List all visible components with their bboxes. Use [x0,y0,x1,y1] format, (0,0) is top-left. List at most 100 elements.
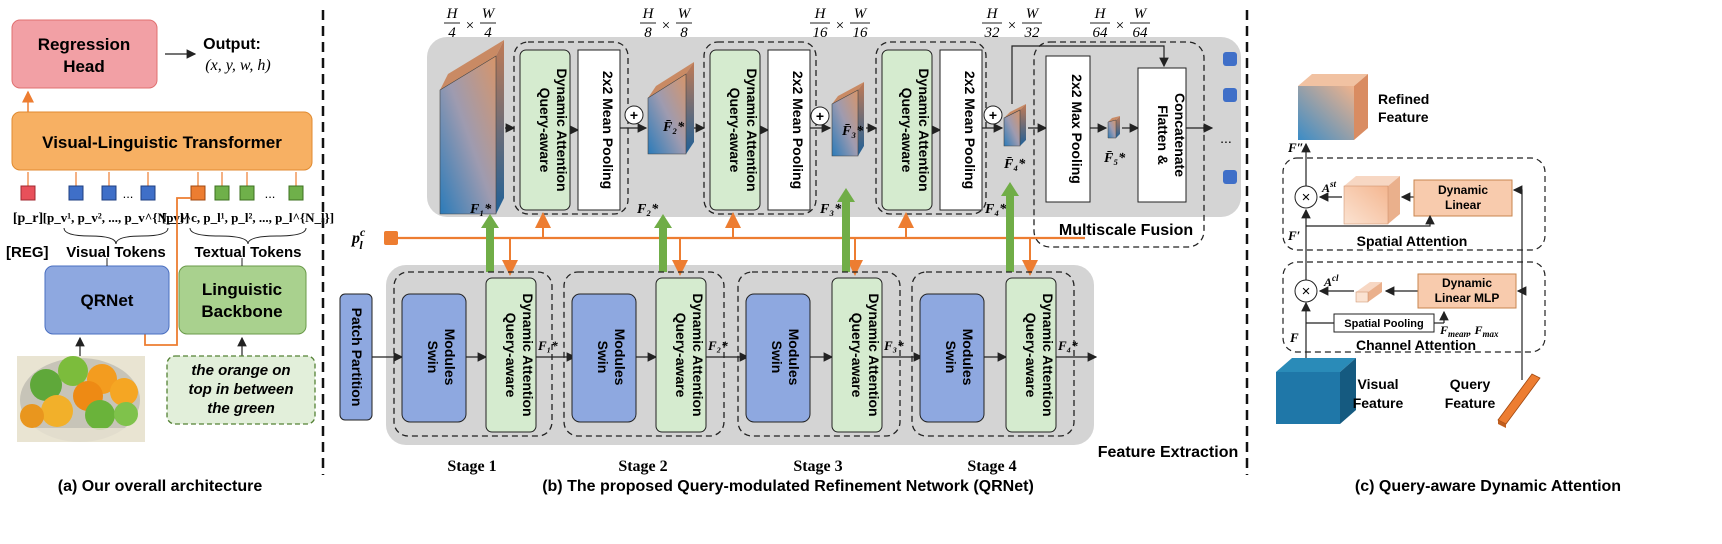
a-st-label: Ast [1321,179,1337,195]
qda-label-2b: Dynamic Attention [744,68,760,191]
linguistic-backbone-label-1: Linguistic [202,280,282,299]
res-1-times: × [466,18,474,34]
panel-c: Refined Feature F″ F′ F × × Ast Dynamic … [1276,74,1621,495]
res-4-w: W [1026,6,1040,22]
multiply-icon [1294,185,1318,209]
visual-feature-label-2: Feature [1353,395,1404,411]
textual-token [239,185,255,201]
stage-4-label: Stage 4 [967,458,1016,475]
feature-label-f1-bottom: F₁* [537,338,558,353]
textual-token [288,185,304,201]
feature-label-f2-bottom: F₂* [707,338,728,353]
qda-bottom-4b: Dynamic Attention [1040,293,1056,416]
reg-label: [REG] [6,244,49,261]
feature-label-f3-bottom: F₃* [883,338,904,353]
mean-pool-label-3: 2x2 Mean Pooling [962,71,978,189]
spatial-attention-label: Spatial Attention [1357,233,1468,249]
fruit-bowl-image [17,356,145,442]
spatial-attention-map [1343,176,1400,225]
flatten-label-1: Flatten & [1155,105,1171,165]
svg-text:+: + [816,108,824,124]
res-1-d1: 4 [448,25,456,41]
qda-label-3b: Dynamic Attention [916,68,932,191]
visual-tokens-text: [p_v¹, p_v², ..., p_v^{N_v}] [43,210,190,225]
multiscale-fusion-box [1033,41,1205,248]
res-4-d1: 32 [984,25,1001,41]
swin-label-4b: Modules [960,329,976,386]
f-prime-prime-label: F″ [1287,140,1304,155]
multiply-icon [1294,279,1318,303]
reg-token [20,185,36,201]
dynamic-linear-box [1413,179,1513,217]
patch-partition-label: Patch Partition [349,308,365,407]
dynamic-linear-label-1: Dynamic [1438,183,1488,197]
textual-token [214,185,230,201]
vlt-box [11,111,313,171]
add-icon [983,105,1003,125]
res-5-w: W [1134,6,1148,22]
query-text-line-3: the green [207,400,275,417]
swin-label-3b: Modules [786,329,802,386]
query-feature-label-2: Feature [1445,395,1496,411]
qrnet-label: QRNet [81,291,134,310]
panel-a: Regression Head Output: (x, y, w, h) Vis… [6,19,334,495]
res-1-h: H [446,6,459,22]
res-2-d1: 8 [644,25,652,41]
res-2-d2: 8 [680,25,688,41]
textual-tokens-text: [p_l^c, p_l¹, p_l², ..., p_l^{N_l}] [162,210,334,225]
max-pool-label: 2x2 Max Pooling [1069,74,1085,184]
qda-label-1b: Dynamic Attention [554,68,570,191]
refine-block-1: Query-aware Dynamic Attention 2x2 Mean P… [513,41,629,215]
query-feature-label-1: Query [1450,376,1491,392]
max-pool-box [1045,55,1091,203]
res-3-h: H [814,6,827,22]
refined-feature-label-1: Refined [1378,91,1429,107]
res-4-times: × [1008,18,1016,34]
qda-bottom-2b: Dynamic Attention [690,293,706,416]
feature-label-f4-bottom: F₄* [1057,338,1078,353]
query-text-box [166,355,316,425]
stage-3-label: Stage 3 [793,458,842,475]
output-token [1223,52,1237,66]
feature-map-2: F̄₂* F₂* [636,62,694,217]
svg-text:F̄₄*: F̄₄* [1003,157,1026,172]
res-5-d2: 64 [1133,25,1149,41]
res-5-h: H [1094,6,1107,22]
res-5-times: × [1116,18,1124,34]
query-token-square [384,231,398,245]
qda-bottom-4a: Query-aware [1023,313,1039,398]
visual-feature-cube [1276,358,1356,424]
feature-label-f2: F₂* [636,202,659,217]
qda-bottom-3b: Dynamic Attention [866,293,882,416]
mean-pool-label-1: 2x2 Mean Pooling [600,71,616,189]
output-value: (x, y, w, h) [205,57,270,74]
query-feature-bar [1497,373,1541,428]
svg-text:×: × [1302,283,1311,300]
res-2-h: H [642,6,655,22]
caption-b: (b) The proposed Query-modulated Refinem… [542,478,1034,495]
feature-map-3: F̄₃* F₃* [819,82,864,217]
flatten-box [1137,67,1187,203]
query-text-line-2: top in between [189,381,294,398]
res-3-d2: 16 [853,25,869,41]
res-2-times: × [662,18,670,34]
f-prime-label: F′ [1287,228,1301,243]
stage-2-label: Stage 2 [618,458,667,475]
channel-attention-vector [1355,282,1382,303]
textual-token-ellipsis: ... [265,186,276,201]
svg-text:F̄₂*: F̄₂* [662,120,685,135]
output-token [1223,170,1237,184]
channel-attention-label: Channel Attention [1356,337,1476,353]
qda-label-3a: Query-aware [899,88,915,173]
feature-map-4: F̄₄* F₄* [984,104,1026,217]
qda-bottom-3a: Query-aware [849,313,865,398]
multiscale-fusion-label: Multiscale Fusion [1059,222,1193,239]
linguistic-backbone-box [178,265,307,335]
svg-text:F̄₃*: F̄₃* [841,124,864,139]
linguistic-backbone-label-2: Backbone [201,302,282,321]
visual-token [101,185,117,201]
feature-label-f1: F₁* [469,202,492,217]
svg-text:×: × [1302,189,1311,206]
swin-label-2a: Swin [595,341,611,374]
